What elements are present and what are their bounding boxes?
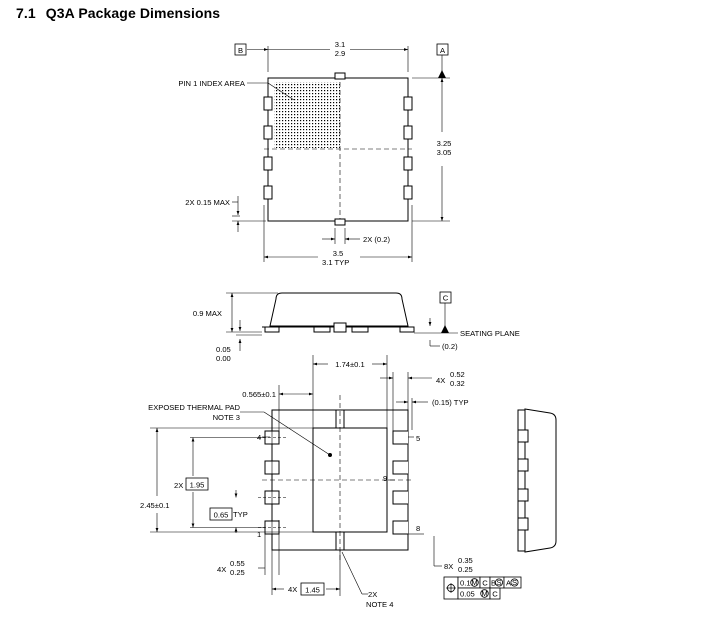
bottom-view-text: 1.74±0.1 0.565±0.1 EXPOSED THERMAL PAD N… <box>140 360 473 609</box>
lead-length-max: 0.55 <box>230 559 245 568</box>
pitch-prefix: 2X <box>174 481 183 490</box>
top-width-min: 2.9 <box>335 49 346 58</box>
standoff-min: 0.00 <box>216 354 231 363</box>
lead-thickness-label: (0.2) <box>442 342 458 351</box>
tol-row1-ref2: B <box>491 579 496 588</box>
mmc-letter-1: M <box>471 578 477 587</box>
lead-length-prefix: 4X <box>217 565 226 574</box>
lead-width-max: 0.52 <box>450 370 465 379</box>
mmc-letter-2: M <box>481 589 487 598</box>
mmc-modifier-icon <box>470 578 479 587</box>
datum-c-box <box>439 291 452 304</box>
datum-a-label: A <box>440 46 446 55</box>
lead-width-prefix: 4X <box>436 376 445 385</box>
standoff-max: 0.05 <box>216 345 231 354</box>
corner-chamfer-label: 2X 0.15 MAX <box>185 198 230 207</box>
pitch-basic-box <box>185 477 209 491</box>
pitch-typ-value: 0.65 <box>214 511 229 520</box>
datum-b-label: B <box>238 46 243 55</box>
body-height-label: 2.45±0.1 <box>140 501 170 510</box>
datum-b-box <box>234 43 247 56</box>
end-view-outline <box>524 408 557 553</box>
rfs-letter-2: S <box>512 578 517 587</box>
rfs-letter-1: S <box>496 578 501 587</box>
rfs-modifier-b-icon <box>494 578 503 587</box>
pitch-typ-basic-box <box>209 507 233 521</box>
rfs-modifier-a-icon <box>510 578 519 587</box>
tol-row1-ref1: C <box>482 579 488 588</box>
section-title: Q3A Package Dimensions <box>45 5 221 21</box>
bottom-note-prefix: 2X <box>368 590 377 599</box>
lead-width-min: 0.32 <box>450 379 465 388</box>
pad-offset-label: 0.565±0.1 <box>242 390 276 399</box>
bottom-note-label: NOTE 4 <box>366 600 393 609</box>
pitch-typ-suffix: TYP <box>233 510 248 519</box>
side-view <box>226 291 458 351</box>
thermal-pad-label: EXPOSED THERMAL PAD <box>148 403 240 412</box>
tolerance-frame <box>443 576 522 600</box>
top-height-max: 3.25 <box>437 139 452 148</box>
side-body-outline <box>269 292 409 327</box>
land-max: 0.35 <box>458 556 473 565</box>
datum-c-label: C <box>443 294 449 303</box>
bottom-view <box>150 355 442 596</box>
land-min: 0.25 <box>458 565 473 574</box>
tol-row2-ref1: C <box>492 590 498 599</box>
land-prefix: 8X <box>444 562 453 571</box>
pin-number-8: 8 <box>416 524 420 533</box>
top-view-text: B A 3.1 2.9 PIN 1 INDEX AREA 3.25 3.05 2… <box>178 40 451 267</box>
pitch-value: 1.95 <box>190 481 205 490</box>
top-height-min: 3.05 <box>437 148 452 157</box>
side-view-text: C 0.9 MAX 0.05 0.00 SEATING PLANE (0.2) <box>193 294 520 364</box>
mmc-modifier-icon-2 <box>480 589 489 598</box>
thermal-pad-note: NOTE 3 <box>213 413 240 422</box>
lead-span-value: 1.45 <box>305 586 320 595</box>
tol-row1-value: 0.1 <box>460 579 471 588</box>
datum-a-box <box>436 43 449 56</box>
height-max-label: 0.9 MAX <box>193 309 222 318</box>
pin-number-4: 4 <box>257 433 261 442</box>
pin1-index-label: PIN 1 INDEX AREA <box>178 79 246 88</box>
pad-span-label: 1.74±0.1 <box>335 360 365 369</box>
top-width-max: 3.1 <box>335 40 346 49</box>
tol-row1-ref3: A <box>506 579 512 588</box>
section-heading: 7.1 Q3A Package Dimensions <box>16 5 220 21</box>
section-number: 7.1 <box>16 5 36 21</box>
pin1-index-area <box>274 82 340 148</box>
tol-row2-value: 0.05 <box>460 590 475 599</box>
overall-width-min: 3.1 TYP <box>322 258 349 267</box>
pin-number-9: 9 <box>383 474 387 483</box>
lead-length-min: 0.25 <box>230 568 245 577</box>
tolerance-frame-text: 0.1 M C B S A S 0.05 M C <box>460 578 517 599</box>
lead-span-prefix: 4X <box>288 585 297 594</box>
lead-span-basic-box <box>300 582 325 596</box>
overall-width-max: 3.5 <box>333 249 344 258</box>
lead-gap-label: (0.15) TYP <box>432 398 469 407</box>
tab-width-label: 2X (0.2) <box>363 235 390 244</box>
end-view <box>517 408 557 553</box>
pin-number-5: 5 <box>416 434 420 443</box>
top-view <box>232 43 450 262</box>
pin-number-1: 1 <box>257 530 261 539</box>
seating-plane-label: SEATING PLANE <box>460 329 520 338</box>
